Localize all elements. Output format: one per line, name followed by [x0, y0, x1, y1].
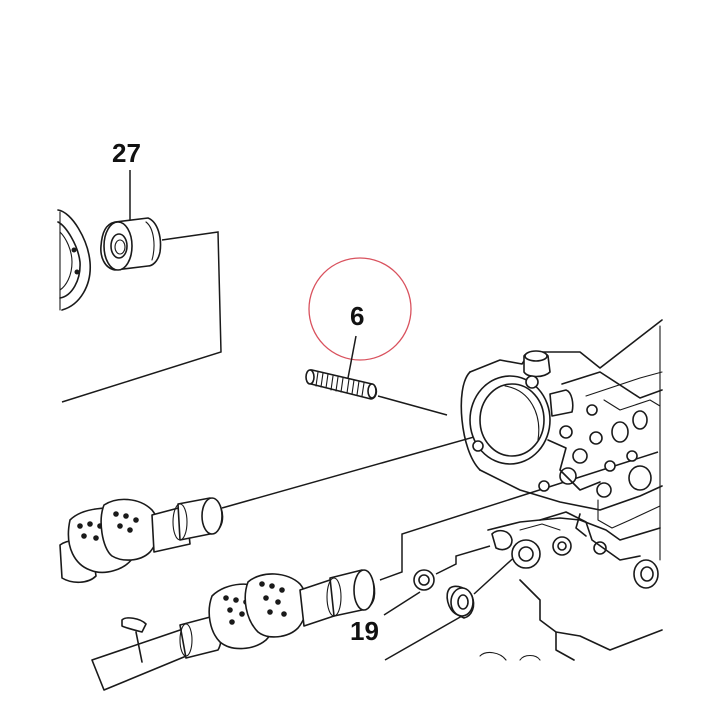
cylinder-head [460, 319, 663, 661]
callout-label-19: 19 [350, 616, 379, 646]
leader-line-6 [347, 335, 357, 379]
leader-line-19 [383, 591, 421, 616]
assembly-line-camshaft-upper [221, 423, 521, 509]
assembly-line-seal [435, 545, 491, 575]
assembly-line-6 [377, 395, 448, 416]
highlight-circle [308, 257, 412, 361]
camshaft-upper[interactable] [59, 497, 224, 584]
camshaft-lower[interactable] [91, 569, 376, 691]
timing-pulley [57, 209, 91, 311]
seal-part-19[interactable] [413, 569, 435, 591]
callout-label-27: 27 [112, 138, 141, 168]
assembly-line-27 [61, 231, 222, 403]
callout-label-6: 6 [350, 301, 364, 331]
stud-part-6[interactable] [305, 369, 378, 400]
seal-ring[interactable] [446, 585, 475, 619]
assembly-line-seal-ring [384, 615, 463, 661]
bush-part-27[interactable] [100, 217, 162, 271]
